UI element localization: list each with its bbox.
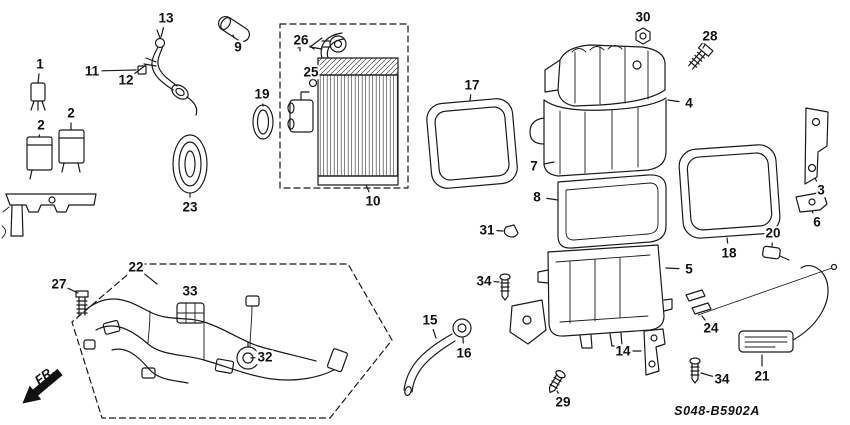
part-bolt-27 [75,290,89,316]
part-bracket-3 [804,107,829,185]
part-number-label-4[interactable]: 4 [684,95,694,111]
fr-arrow-icon [22,368,63,404]
part-grommet-23 [172,134,208,194]
part-screw-29 [548,370,566,393]
part-tube-9 [218,15,250,43]
part-number-label-34[interactable]: 34 [475,273,493,289]
leader-lines [37,27,818,394]
part-number-label-22[interactable]: 22 [127,259,145,275]
part-number-label-30[interactable]: 30 [634,9,652,25]
part-mount-bracket [509,299,547,345]
part-number-label-28[interactable]: 28 [701,28,719,44]
part-wire-rod [697,263,838,316]
diagram-code: S048-B5902A [674,404,760,418]
part-number-label-12[interactable]: 12 [117,72,135,88]
part-number-label-6[interactable]: 6 [812,214,822,230]
part-number-label-10[interactable]: 10 [364,193,382,209]
part-number-label-7[interactable]: 7 [529,158,539,174]
part-number-label-3[interactable]: 3 [816,182,826,198]
part-number-label-19[interactable]: 19 [253,86,271,102]
part-sensor-20 [762,245,790,261]
part-expansion-valve [287,91,314,133]
part-number-label-33[interactable]: 33 [181,283,199,299]
part-number-label-13[interactable]: 13 [157,10,175,26]
part-number-label-32[interactable]: 32 [256,349,274,365]
part-screw-34-upper [499,273,511,301]
part-oring-25 [308,78,318,88]
part-mid-case-8 [557,174,667,249]
part-pipe-assembly-13 [137,29,198,116]
part-screw-34-lower [689,357,701,384]
part-grommet-16 [452,318,472,338]
part-number-label-27[interactable]: 27 [50,276,68,292]
part-clips-24 [685,289,712,315]
part-relay-bracket [1,193,97,239]
part-resistor-21 [738,265,829,353]
part-number-label-26[interactable]: 26 [292,32,310,48]
part-number-label-15[interactable]: 15 [421,312,439,328]
part-number-label-17[interactable]: 17 [463,77,481,93]
part-number-label-5[interactable]: 5 [684,261,694,277]
part-clip-31 [503,224,519,238]
part-number-label-9[interactable]: 9 [233,39,243,55]
part-number-label-31[interactable]: 31 [478,222,496,238]
part-number-label-20[interactable]: 20 [764,225,782,241]
part-nut-30 [635,27,651,45]
part-evaporator-core-10 [317,32,399,186]
part-number-label-23[interactable]: 23 [181,199,199,215]
part-number-label-2[interactable]: 2 [66,105,76,121]
part-drain-hose-15 [403,333,456,396]
part-number-label-11[interactable]: 11 [83,63,101,79]
part-number-label-8[interactable]: 8 [532,189,542,205]
part-seal-18 [678,144,781,239]
part-number-label-24[interactable]: 24 [702,320,720,336]
part-number-label-2[interactable]: 2 [36,117,46,133]
part-bracket-14 [643,328,666,376]
harness-assembly-22 [71,263,393,419]
part-number-label-16[interactable]: 16 [455,345,473,361]
part-upper-case-7 [529,97,667,177]
part-upper-cover-4 [544,44,666,107]
part-number-label-14[interactable]: 14 [614,343,632,359]
part-number-label-21[interactable]: 21 [753,368,771,384]
part-number-label-34[interactable]: 34 [713,371,731,387]
part-seal-17 [426,98,518,189]
part-number-label-18[interactable]: 18 [720,245,738,261]
part-seal-19 [252,104,274,140]
part-lower-case-5 [537,244,673,349]
part-number-label-1[interactable]: 1 [35,56,45,72]
part-connector-33 [176,302,205,324]
part-relays-2 [26,129,85,180]
part-number-label-29[interactable]: 29 [554,394,572,410]
evaporator-assembly [279,23,409,189]
part-bolt-28 [688,41,714,70]
part-number-label-25[interactable]: 25 [302,64,320,80]
part-relay-1 [30,82,46,111]
